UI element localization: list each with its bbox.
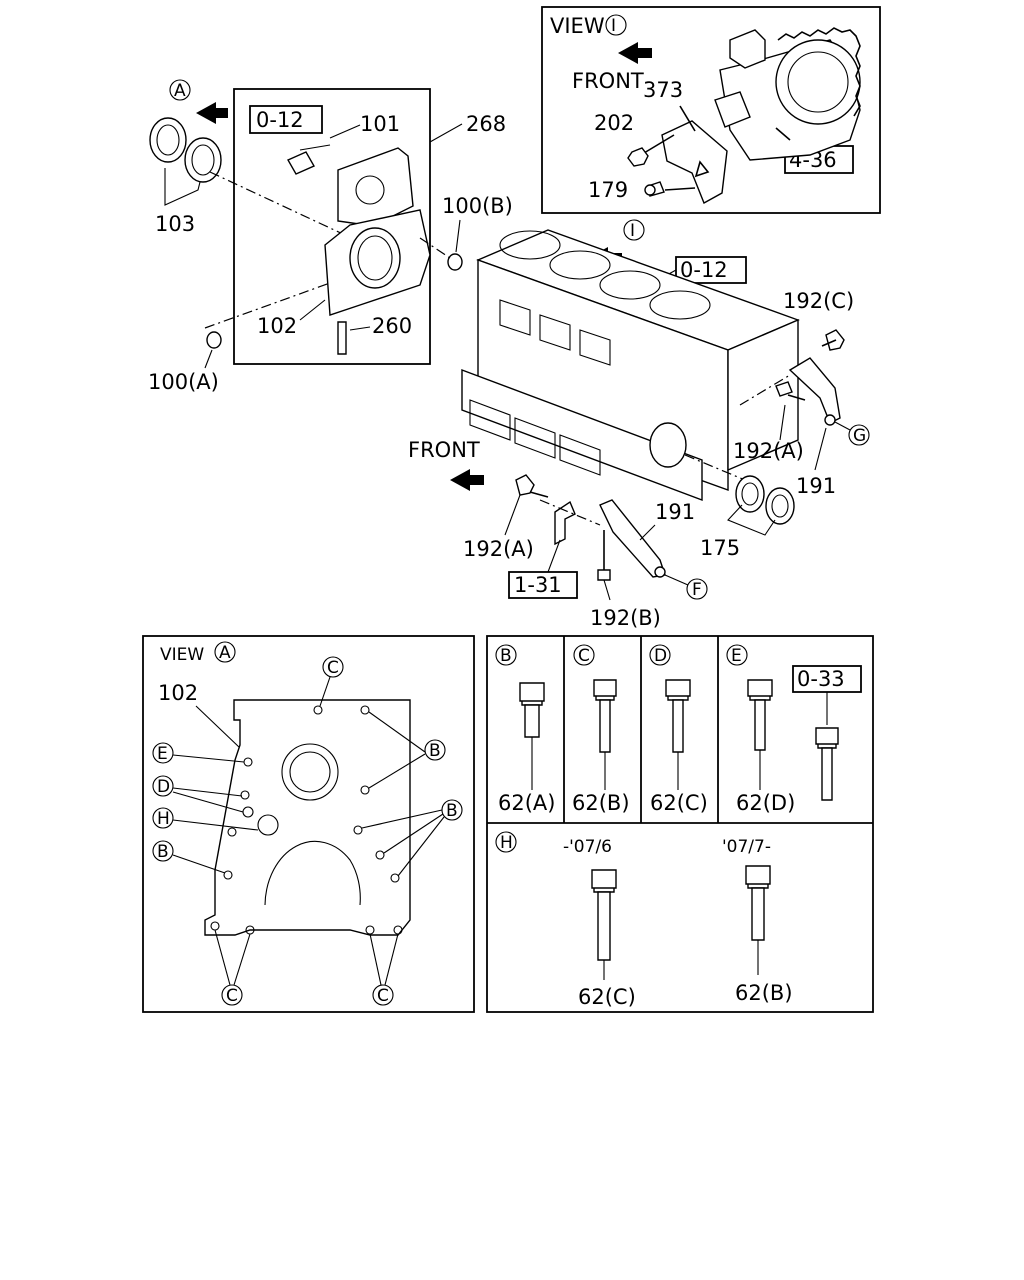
view-a-callout-b-left: B xyxy=(157,842,169,862)
bolt-table: B 62(A) C 62(B) D 62(C) E 62(D) 0-33 H xyxy=(486,635,874,1013)
part-260-label: 260 xyxy=(372,314,412,338)
part-192a-left-label: 192(A) xyxy=(463,537,534,561)
view-a-marker-top: A xyxy=(174,81,186,101)
bolt-h-right-part: 62(B) xyxy=(735,981,793,1005)
view-a-callout-c-left: C xyxy=(226,986,238,1006)
bolt-cell-b-marker: B xyxy=(500,646,512,666)
view-i-inset: VIEW I FRONT 373 202 179 4-36 xyxy=(541,6,881,214)
view-a-callout-e: E xyxy=(157,744,168,764)
bolt-h-left-part: 62(C) xyxy=(578,985,636,1009)
front-cover-101-drawing xyxy=(337,147,414,227)
block-front-label: FRONT xyxy=(408,438,480,462)
bolt-62a-label: 62(A) xyxy=(498,791,555,815)
ref-0-12-cover: 0-12 xyxy=(256,108,304,132)
ref-1-31: 1-31 xyxy=(514,573,562,597)
view-i-marker: I xyxy=(611,16,616,36)
marker-g: G xyxy=(853,426,866,446)
bolt-cell-h-marker: H xyxy=(500,833,513,853)
ref-0-12-block: 0-12 xyxy=(680,258,728,282)
ref-0-33: 0-33 xyxy=(797,667,845,691)
part-100b-label: 100(B) xyxy=(442,194,513,218)
marker-f: F xyxy=(692,580,702,600)
view-a-title: VIEW xyxy=(160,645,204,665)
part-373-label: 373 xyxy=(643,78,683,102)
seal-175b-drawing xyxy=(765,487,795,525)
part-191-left-label: 191 xyxy=(655,500,695,524)
part-101-label: 101 xyxy=(360,112,400,136)
bolt-cell-d-marker: D xyxy=(654,646,667,666)
view-a-callout-b-right: B xyxy=(446,801,458,821)
part-191-right-label: 191 xyxy=(796,474,836,498)
front-cover-group: A 103 0-12 101 268 102 260 100(B) xyxy=(148,79,513,394)
view-a-panel: VIEW A 102 C E D H B B xyxy=(142,635,475,1013)
part-103-label: 103 xyxy=(155,212,195,236)
seal-175a-drawing xyxy=(735,475,765,513)
part-102-label: 102 xyxy=(257,314,297,338)
part-268-label: 268 xyxy=(466,112,506,136)
view-i-marker-block: I xyxy=(630,221,635,241)
view-a-marker: A xyxy=(219,643,231,663)
bolt-62b-label: 62(B) xyxy=(572,791,630,815)
view-i-title: VIEW xyxy=(550,14,605,38)
part-179-label: 179 xyxy=(588,178,628,202)
seal-103b-drawing xyxy=(184,137,222,183)
bolt-62c-label: 62(C) xyxy=(650,791,708,815)
view-a-callout-h: H xyxy=(157,809,170,829)
part-202-label: 202 xyxy=(594,111,634,135)
front-cover-outline xyxy=(204,699,411,936)
bolt-cell-c-marker: C xyxy=(578,646,590,666)
view-i-front-label: FRONT xyxy=(572,69,644,93)
seal-103a-drawing xyxy=(149,117,187,163)
front-arrow-icon xyxy=(618,42,652,64)
direction-arrow-icon xyxy=(196,102,228,124)
view-a-callout-b-right-top: B xyxy=(429,741,441,761)
part-192b-label: 192(B) xyxy=(590,606,661,630)
bolt-cell-e-marker: E xyxy=(731,646,742,666)
bolt-h-right-date: '07/7- xyxy=(722,837,771,857)
cylinder-block-group: I 0-12 FRONT 192(C) G 192(A) 191 xyxy=(408,219,870,630)
front-arrow-lower-icon xyxy=(450,469,484,491)
bolt-62d-label: 62(D) xyxy=(736,791,795,815)
bolt-h-left-date: -'07/6 xyxy=(563,837,612,857)
bracket-191-right-drawing xyxy=(788,357,841,424)
view-a-callout-c-right: C xyxy=(377,986,389,1006)
injection-pump-drawing xyxy=(627,27,861,204)
view-a-callout-c-top: C xyxy=(327,658,339,678)
part-100a-label: 100(A) xyxy=(148,370,219,394)
o-ring-100a-drawing xyxy=(206,331,222,349)
part-192c-label: 192(C) xyxy=(783,289,854,313)
part-192a-right-label: 192(A) xyxy=(733,439,804,463)
view-a-part-102: 102 xyxy=(158,681,198,705)
part-175-label: 175 xyxy=(700,536,740,560)
o-ring-100b-drawing xyxy=(447,253,463,271)
view-a-callout-d: D xyxy=(157,777,170,797)
